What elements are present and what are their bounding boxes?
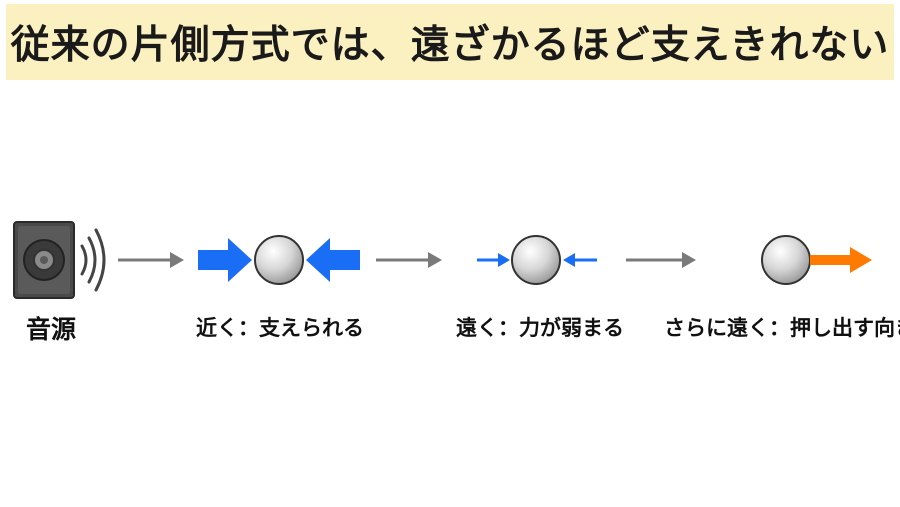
connector-arrow-2: [376, 252, 442, 268]
sphere-icon: [511, 235, 561, 285]
sphere-icon: [761, 235, 811, 285]
strong-push-right-arrow: [306, 238, 360, 282]
connector-arrow-3: [626, 252, 696, 268]
strong-push-left-arrow: [198, 238, 252, 282]
diagram-title: 従来の片側方式では、遠ざかるほど支えきれない: [10, 23, 890, 68]
weak-push-right-arrow: [563, 253, 597, 267]
weak-push-left-arrow: [477, 253, 510, 267]
stage-far-label: 遠く：力が弱まる: [456, 316, 624, 340]
outward-push-arrow: [810, 247, 872, 273]
sphere-icon: [254, 235, 304, 285]
stage-near-label: 近く：支えられる: [196, 316, 364, 340]
sound-wave-icon: [80, 228, 106, 292]
title-banner: 従来の片側方式では、遠ざかるほど支えきれない: [6, 4, 894, 80]
speaker-label: 音源: [26, 315, 77, 344]
connector-arrow-1: [118, 252, 184, 268]
stage-farther-label: さらに遠く：押し出す向きに: [664, 316, 900, 340]
speaker-icon: [13, 221, 75, 299]
